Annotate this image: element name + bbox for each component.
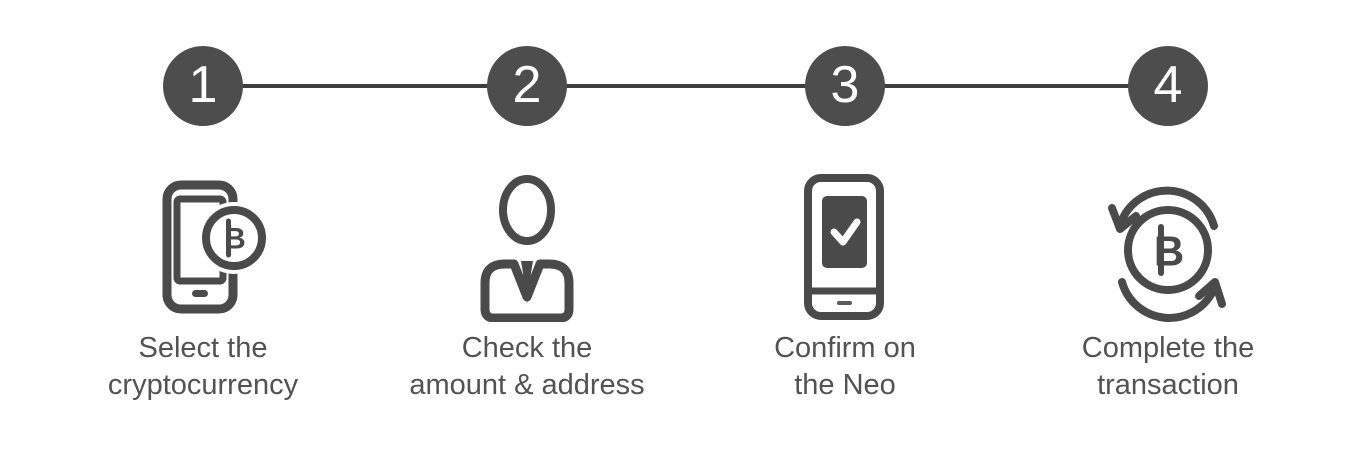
step-number: 1 — [188, 56, 218, 114]
step-3: 3 Confirm on the Neo — [695, 0, 995, 404]
step-3-icon-box — [795, 172, 895, 322]
step-3-number-badge: 3 — [805, 46, 885, 126]
step-4-label: Complete the transaction — [1081, 332, 1255, 401]
step-4-number-badge: 4 — [1128, 46, 1208, 126]
connector-line — [203, 84, 1168, 88]
step-2: 2 Check the amount & address — [377, 0, 677, 404]
device-brand-mark — [837, 301, 852, 305]
step-number: 3 — [830, 56, 860, 114]
bitcoin-b-glyph: B — [224, 223, 246, 256]
step-number: 2 — [512, 56, 542, 114]
person-icon — [480, 175, 574, 322]
step-1-icon-box: B — [147, 172, 270, 322]
bitcoin-b-glyph: B — [1154, 228, 1184, 275]
step-2-number-badge: 2 — [487, 46, 567, 126]
step-2-label: Check the amount & address — [409, 332, 645, 401]
step-1-label: Select the cryptocurrency — [107, 332, 299, 401]
step-2-icon-box — [468, 172, 586, 322]
device-confirm-icon — [804, 174, 884, 320]
step-3-label: Confirm on the Neo — [774, 332, 916, 401]
step-number: 4 — [1153, 56, 1183, 114]
bitcoin-cycle-icon: B — [1108, 186, 1226, 322]
phone-bitcoin-icon: B — [162, 180, 270, 314]
step-4-icon-box: B — [1098, 172, 1238, 322]
step-1-number-badge: 1 — [163, 46, 243, 126]
step-4: 4 B Complete the transaction — [1018, 0, 1318, 404]
step-1: 1 B Select the cryptocurrency — [53, 0, 353, 404]
